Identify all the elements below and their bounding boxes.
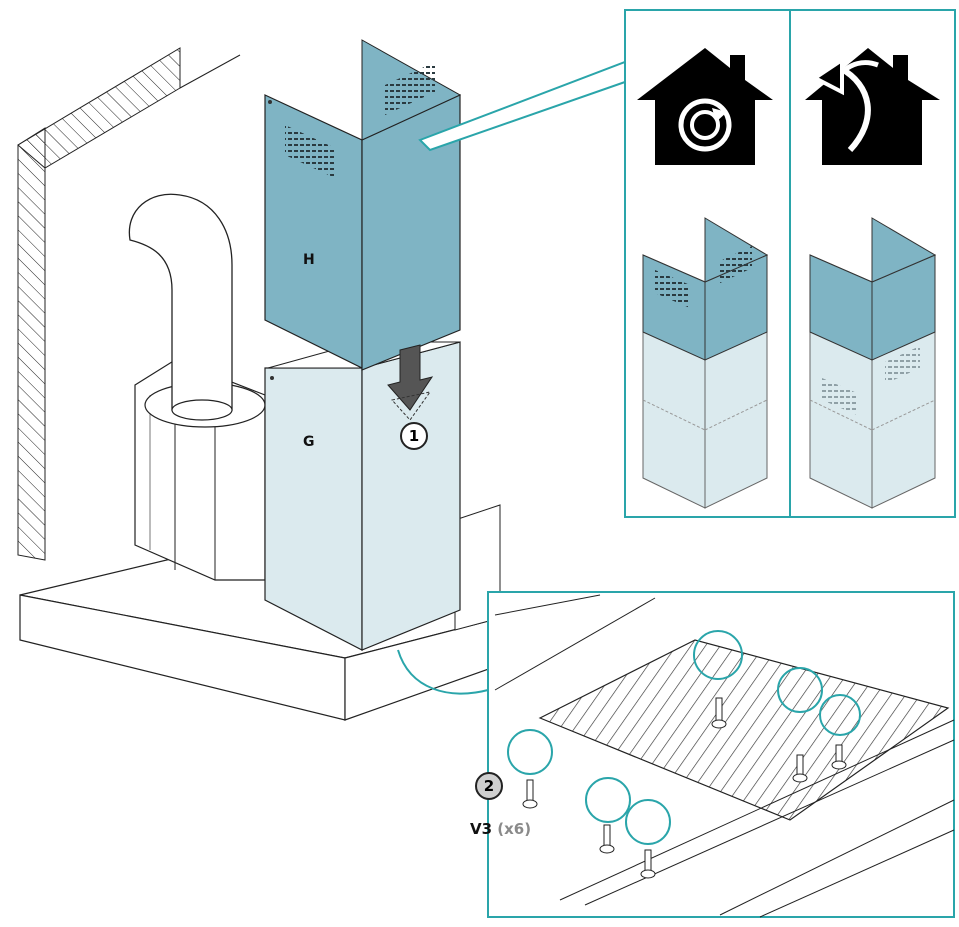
slide-down-arrow (387, 344, 434, 421)
screw-markers (507, 630, 861, 845)
screw-quantity: (x6) (497, 820, 532, 838)
hood-canopy (19, 504, 501, 721)
screw-label: V3 (x6) (470, 820, 531, 838)
chimney-option-recirculation (642, 217, 769, 509)
house-recirculation-icon (637, 48, 773, 165)
label-lower-chimney: G (303, 434, 315, 450)
step-2-badge: 2 (475, 772, 503, 800)
upper-chimney-h (264, 39, 462, 371)
screw-code: V3 (470, 820, 493, 838)
lower-chimney-g (264, 341, 461, 651)
wall (17, 47, 241, 561)
venting-options-panel (624, 9, 956, 518)
label-upper-chimney: H (303, 252, 315, 268)
exhaust-duct (128, 193, 233, 421)
screw-detail-panel (487, 591, 955, 918)
screws (522, 697, 847, 879)
chimney-option-exhaust (809, 217, 937, 509)
step-1-badge: 1 (400, 422, 428, 450)
house-exhaust-icon (805, 48, 940, 165)
